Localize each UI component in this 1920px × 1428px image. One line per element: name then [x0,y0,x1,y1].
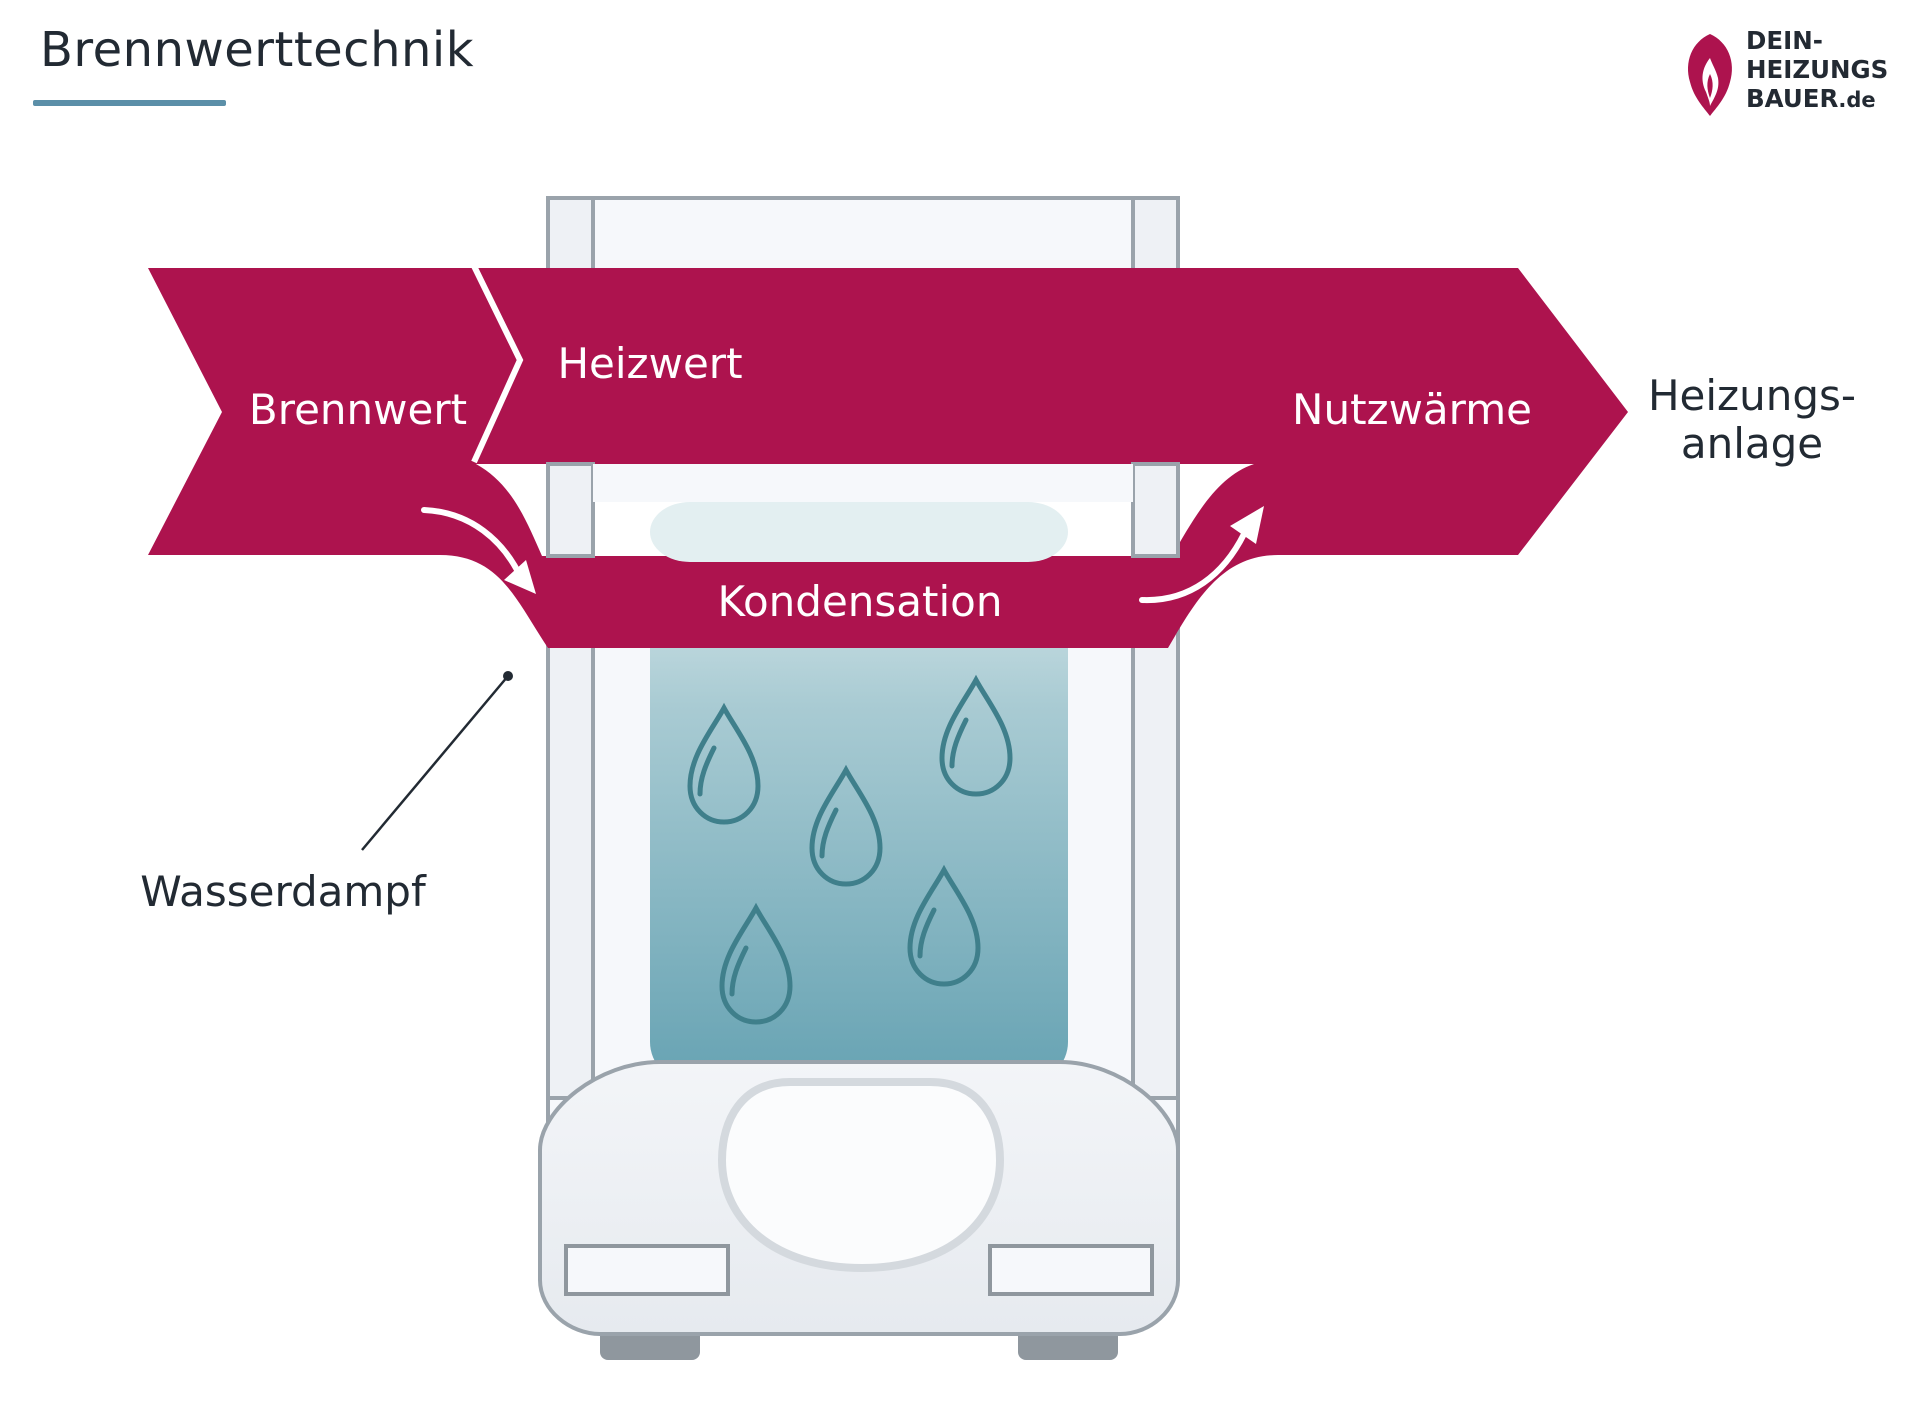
logo-line-1: DEIN- [1746,26,1823,55]
brand-logo: DEIN- HEIZUNGS BAUER.de [1680,26,1900,126]
curved-arrow-icon [1139,531,1247,604]
wasserdampf-leader [361,671,513,851]
label-wasserdampf: Wasserdampf [140,867,427,916]
label-nutzwaerme: Nutzwärme [1292,385,1532,434]
vent-slot [988,1244,1154,1296]
logo-suffix: .de [1838,88,1876,112]
label-heizungsanlage-2: anlage [1681,419,1823,468]
label-brennwert: Brennwert [249,385,467,434]
flame-icon [1688,34,1732,116]
label-heizwert: Heizwert [557,339,742,388]
logo-line-3: BAUER [1746,84,1839,113]
water-drop-icons [687,674,1013,1025]
water-drop-icon [939,674,1013,797]
water-drop-icon [687,702,761,825]
label-heizungsanlage-1: Heizungs- [1648,371,1856,420]
water-drop-icon [719,902,793,1025]
label-kondensation: Kondensation [718,577,1003,626]
water-drop-icon [907,864,981,987]
logo-line-2: HEIZUNGS [1746,55,1889,84]
page-title: Brennwerttechnik [40,22,475,78]
vent-slot [564,1244,730,1296]
title-underline [33,100,226,106]
curved-arrow-icon [421,507,525,583]
water-drop-icon [809,764,883,887]
logo-text: DEIN- HEIZUNGS BAUER.de [1746,26,1888,115]
heat-flow-arrows [148,264,1628,648]
boiler-base-unit [538,1060,1180,1360]
